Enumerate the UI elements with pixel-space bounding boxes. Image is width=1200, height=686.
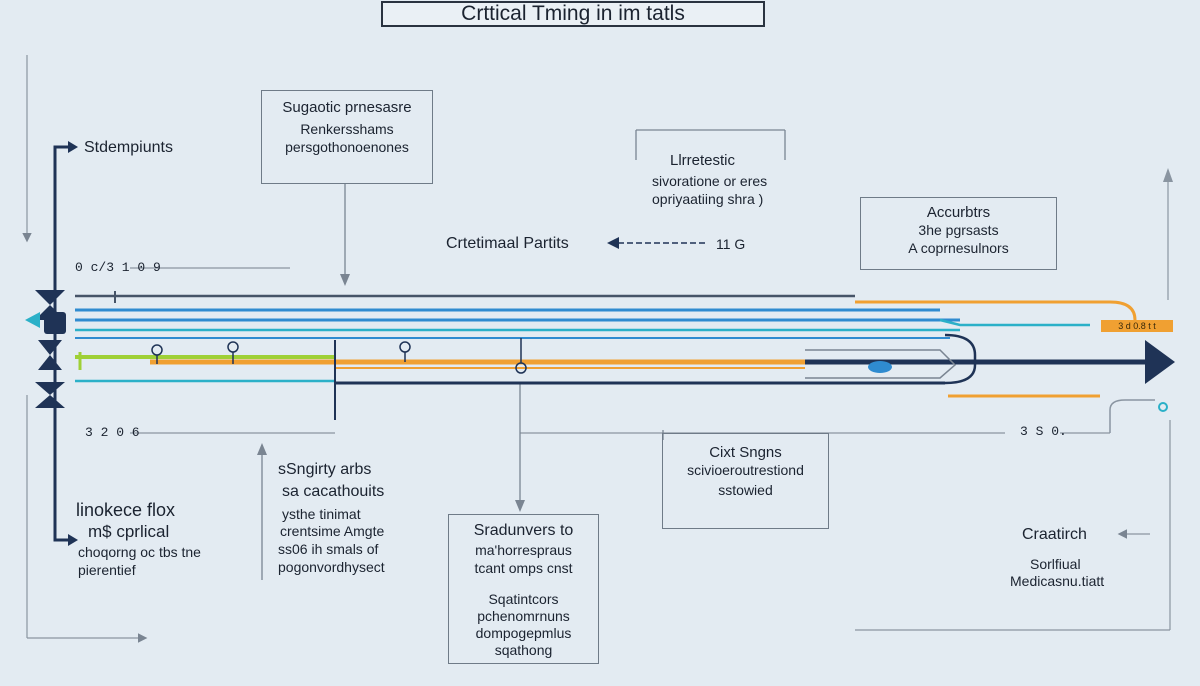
gauge-4 (515, 338, 527, 374)
valve-mid-2 (38, 355, 62, 370)
upper-mid-line-1: sivoratione or eres (652, 173, 768, 189)
bracket-arrow-top (68, 141, 78, 153)
pipe-junction (805, 349, 957, 379)
valve-bottom-2 (35, 395, 65, 408)
label-right-bottom-title: Craatirch (1022, 526, 1087, 543)
connector-top-box-head (340, 274, 350, 286)
box-top-center-line-2: persgothonoenones (285, 139, 409, 155)
box-top-center-line-1: Renkersshams (300, 121, 394, 137)
right-hook (1109, 399, 1155, 433)
label-left-bottom-sub: m$ cprlical (88, 522, 170, 541)
junction-node (868, 361, 892, 373)
box-top-center-title: Sugaotic prnesasre (282, 99, 412, 116)
box-lower-mid-line-2: sstowied (718, 482, 773, 498)
box-bottom-center-line-5: pchenomrnuns (477, 608, 570, 624)
upper-mid-line-2: opriyaatiing shra ) (652, 191, 764, 207)
gauge-3 (399, 341, 411, 362)
label-mid-left-line-2: crentsime Amgte (280, 523, 385, 539)
label-mid-left-sub: sa cacathouits (282, 483, 385, 500)
label-critical-paths-value: 11 G (716, 236, 746, 252)
diagram-title: Crttical Tming in im tatls (381, 1, 765, 27)
label-left-bottom-line-2: pierentief (78, 562, 136, 578)
box-lower-mid-title: Cixt Sngns (709, 444, 782, 461)
label-right-bottom-line-2: Medicasnu.tiatt (1010, 573, 1105, 589)
valve-bottom (35, 382, 65, 395)
pipe-orange-upper (855, 300, 1137, 321)
label-stdempiunts: Stdempiunts (84, 139, 173, 156)
label-left-bottom-title: linokece flox (76, 500, 176, 520)
box-upper-right-title: Accurbtrs (926, 204, 991, 221)
label-critical-paths: Crtetimaal Partits (446, 235, 569, 252)
box-bottom-center-line-4: Sqatintcors (488, 591, 559, 607)
gauge-1 (151, 344, 163, 364)
valve-body (44, 312, 66, 334)
label-mid-left-line-4: pogonvordhysect (278, 559, 385, 575)
pipe-teal-right (939, 318, 1090, 327)
output-arrow-head (1145, 340, 1175, 384)
box-upper-right-line-1: 3he pgrsasts (918, 222, 999, 238)
box-upper-right: Accurbtrs 3he pgrsasts A coprnesulnors (860, 197, 1057, 270)
label-mid-left-title: sSngirty arbs (278, 461, 372, 478)
box-bottom-center: Sradunvers to ma'horrespraus tcant omps … (448, 514, 599, 664)
label-left-bottom-line-1: choqorng oc tbs tne (78, 544, 201, 560)
label-right-value: 3 S 0. (1020, 424, 1067, 439)
label-left-value-bottom: 3 2 0 6 (85, 425, 140, 440)
connector-mid-left-head (257, 443, 267, 455)
upper-mid-title: Llrretestic (670, 152, 736, 169)
right-guide-arrowhead (1163, 168, 1173, 182)
right-hook-node (1158, 402, 1168, 412)
box-bottom-center-line-1: ma'horrespraus (475, 542, 572, 558)
box-bottom-center-line-6: dompogepmlus (475, 625, 572, 641)
valve-top (35, 290, 65, 305)
label-left-value-top: 0 c/3 1 0 9 (75, 260, 161, 275)
box-top-center: Sugaotic prnesasre Renkersshams persgoth… (261, 90, 433, 184)
box-upper-right-line-2: A coprnesulnors (908, 240, 1009, 256)
box-bottom-center-line-2: tcant omps cnst (474, 560, 573, 576)
label-mid-left-line-3: ss06 ih smals of (278, 541, 379, 557)
teal-inlet-arrow (25, 312, 40, 328)
box-bottom-center-line-7: sqathong (494, 642, 553, 658)
box-bottom-center-title: Sradunvers to (473, 522, 574, 539)
label-mid-left-line-1: ysthe tinimat (282, 506, 361, 522)
label-right-bottom-line-1: Sorlfiual (1030, 556, 1081, 572)
bracket-arrow-bottom (68, 534, 78, 546)
valve-mid (38, 340, 62, 355)
orange-tag: 3 d 0.8 t t (1101, 320, 1173, 332)
gauge-2 (227, 341, 239, 364)
connector-bottom-box-head (515, 500, 525, 512)
box-lower-mid-line-1: scivioeroutrestiond (687, 462, 804, 478)
box-lower-mid: Cixt Sngns scivioeroutrestiond sstowied (662, 433, 829, 529)
